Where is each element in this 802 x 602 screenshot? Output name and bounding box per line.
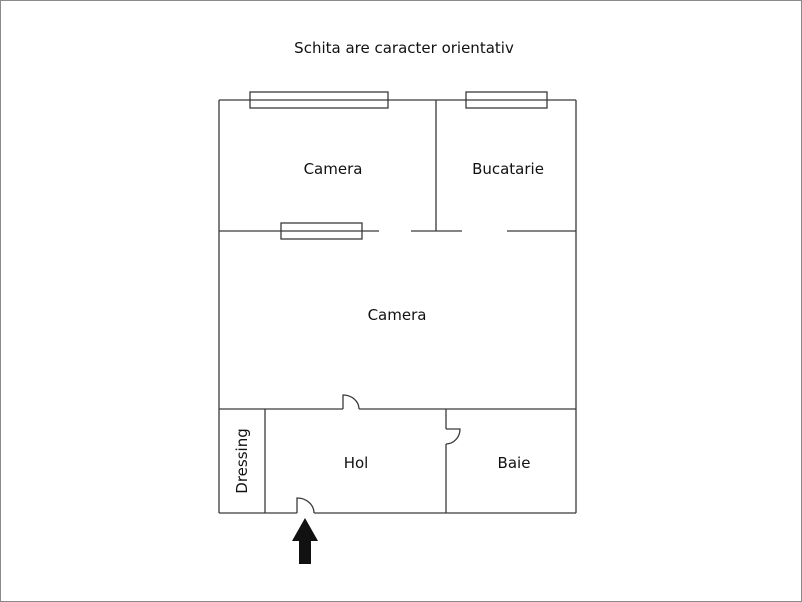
room-label-baie: Baie <box>498 454 531 472</box>
door-baie <box>445 428 461 445</box>
room-label-hol: Hol <box>344 454 369 472</box>
door-entrance <box>296 497 315 514</box>
room-label-bucatarie: Bucatarie <box>472 160 544 178</box>
entrance-arrow-icon <box>292 518 318 564</box>
plan-title: Schita are caracter orientativ <box>294 39 514 57</box>
room-label-camera-1: Camera <box>304 160 363 178</box>
room-label-camera-2: Camera <box>368 306 427 324</box>
room-label-dressing: Dressing <box>233 428 251 493</box>
doors <box>296 394 461 514</box>
door-camera <box>342 394 360 410</box>
windows <box>249 91 548 240</box>
